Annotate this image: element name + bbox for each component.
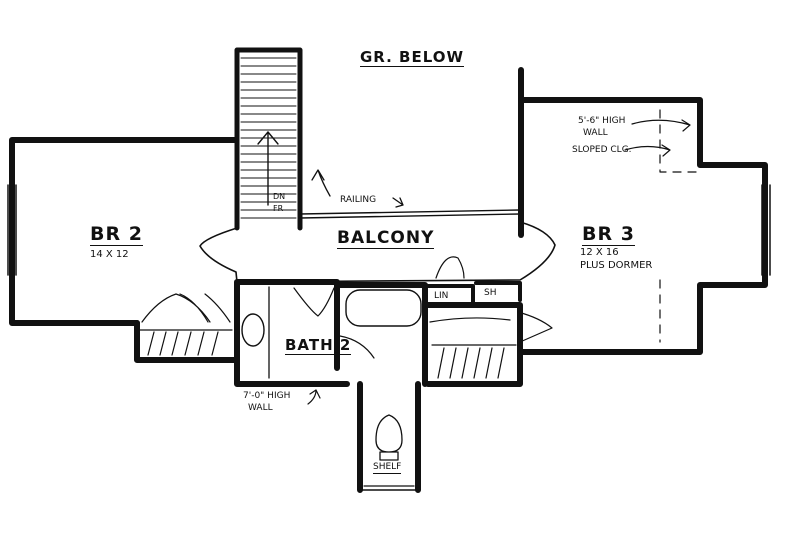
railing-leader xyxy=(311,169,404,208)
bath2-sink xyxy=(241,313,265,347)
shelf-label: SHELF xyxy=(373,462,402,474)
br2-window xyxy=(7,184,17,276)
br3-label: BR 3 xyxy=(582,223,635,246)
br3-dormer-dashes xyxy=(659,109,701,343)
br3-size-label: 12 X 16 xyxy=(580,247,619,258)
br3-wall-note-arrow xyxy=(624,119,691,157)
stair-arrow xyxy=(257,131,279,206)
br3-dormer-label: PLUS DORMER xyxy=(580,260,653,271)
br2-label: BR 2 xyxy=(90,223,143,246)
railing-label: RAILING xyxy=(340,195,377,205)
stair-down-label: DN xyxy=(273,192,286,201)
tub-room-walls xyxy=(334,282,428,387)
toilet-closet-walls xyxy=(357,381,421,493)
stair-fr-label: FR xyxy=(273,204,284,213)
bath2-door-swing xyxy=(293,287,335,317)
br2-walls xyxy=(9,137,239,326)
railing-line xyxy=(299,209,521,219)
bath2-label: BATH 2 xyxy=(285,336,352,355)
bathtub xyxy=(345,289,422,327)
ground-below-label: GR. BELOW xyxy=(360,48,465,67)
shelf-closet-label: SH xyxy=(484,288,497,298)
br2-closet-walls xyxy=(134,320,240,363)
left-wall-label: WALL xyxy=(248,403,273,413)
br2-closet-doors xyxy=(141,293,231,323)
left-wall-height-label: 7'-0" HIGH xyxy=(243,391,291,401)
br3-walls xyxy=(518,97,768,355)
toilet xyxy=(375,414,403,461)
br3-window xyxy=(761,184,771,276)
br2-size-label: 14 X 12 xyxy=(90,249,129,260)
right-wall-label: WALL xyxy=(583,128,608,138)
linen-door-swing xyxy=(435,256,465,279)
left-wall-note-arrow xyxy=(307,389,321,405)
stair-walls xyxy=(234,47,303,231)
hall-closet-hangers xyxy=(437,347,505,379)
balcony-label: BALCONY xyxy=(337,228,435,249)
br2-closet-hangers xyxy=(147,331,219,356)
sloped-ceiling-label: SLOPED CLG. xyxy=(572,145,632,155)
linen-label: LIN xyxy=(434,291,449,301)
right-wall-height-label: 5'-6" HIGH xyxy=(578,116,626,126)
hall-closet-doors xyxy=(429,311,553,343)
bath2-door-swing-2 xyxy=(339,335,375,359)
linen-closet-walls xyxy=(426,281,522,307)
hall-closet-walls xyxy=(425,302,523,387)
